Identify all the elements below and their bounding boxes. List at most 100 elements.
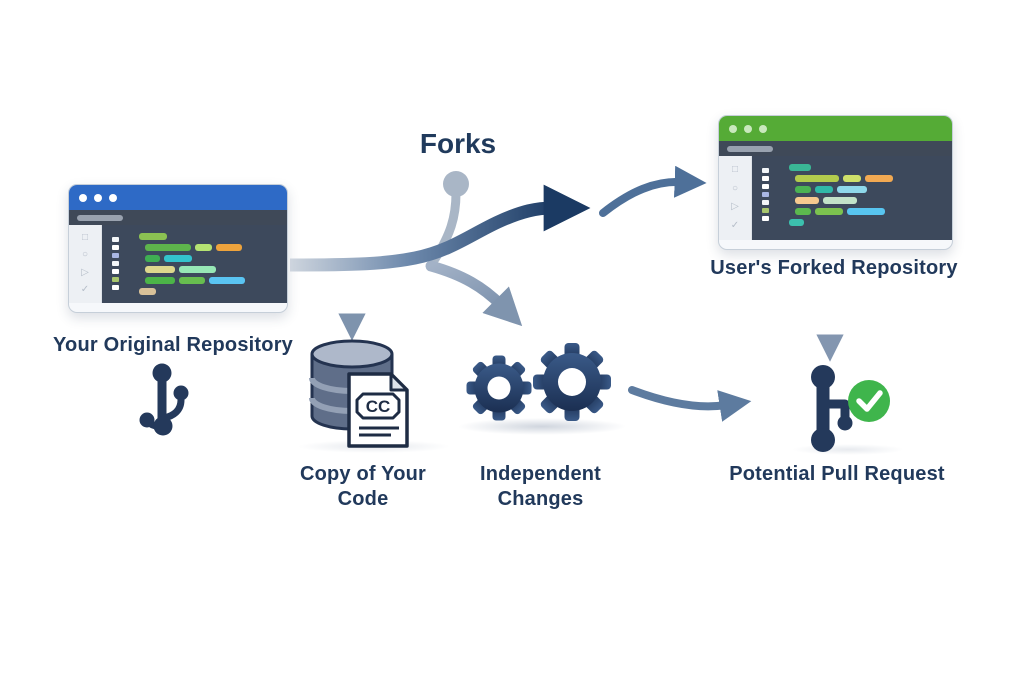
- window-dot: [79, 193, 87, 202]
- code-line: [795, 208, 944, 215]
- fork-branch-down-arrow: [425, 260, 523, 327]
- code-token: [795, 186, 811, 193]
- code-token: [145, 244, 191, 251]
- code-gutter: [112, 237, 119, 299]
- arrow-repo-to-pr: [816, 296, 844, 362]
- check-icon: [856, 390, 883, 412]
- address-pill: [727, 145, 773, 152]
- window-dot: [759, 124, 767, 133]
- license-document-icon: CC: [347, 372, 409, 448]
- code-token: [865, 175, 893, 182]
- forked-repo-window: □ ○ ▷ ✓: [718, 115, 953, 250]
- code-token: [139, 288, 156, 295]
- gutter-square: [112, 261, 119, 266]
- code-line: [145, 255, 279, 262]
- original-repo-window: □○▷✓: [68, 184, 288, 313]
- gutter-square: [112, 237, 119, 242]
- code-token: [195, 244, 212, 251]
- window-titlebar: [719, 116, 952, 141]
- code-line: [139, 233, 279, 240]
- window-dot: [109, 193, 117, 202]
- code-line: [145, 277, 279, 284]
- gutter-square: [762, 208, 769, 213]
- gutter-square: [762, 200, 769, 205]
- code-token: [795, 175, 839, 182]
- cursor-icon: ▷: [81, 266, 89, 278]
- pull-request-icon: [811, 365, 890, 452]
- window-toolbar: [69, 210, 287, 225]
- window-body: □ ○ ▷ ✓: [719, 156, 952, 240]
- code-area: [752, 156, 952, 240]
- code-token: [795, 197, 819, 204]
- code-rows: [125, 232, 279, 299]
- code-token: [843, 175, 861, 182]
- check-icon: ✓: [730, 220, 740, 232]
- gears-icon: [466, 343, 611, 421]
- window-toolbar: [719, 141, 952, 156]
- window-body: □○▷✓: [69, 225, 287, 303]
- window-sidebar: □○▷✓: [69, 225, 102, 303]
- independent-changes-label: Independent Changes: [479, 463, 602, 510]
- fork-main-arrow: [289, 184, 591, 272]
- gear-large: [533, 343, 611, 421]
- pull-request-label: Potential Pull Request: [729, 463, 945, 485]
- code-token: [789, 164, 811, 171]
- code-line: [145, 244, 279, 251]
- code-line: [795, 175, 944, 182]
- code-token: [815, 208, 843, 215]
- gutter-square: [112, 285, 119, 290]
- gears-shadow: [458, 418, 626, 435]
- address-pill: [77, 214, 123, 221]
- file-icon: □: [81, 231, 89, 243]
- file-icon: □: [731, 163, 739, 175]
- gutter-square: [762, 216, 769, 221]
- cc-badge: [355, 392, 401, 420]
- code-gutter: [762, 168, 769, 236]
- code-line: [789, 219, 944, 226]
- check-icon: ✓: [80, 284, 90, 296]
- fork-split-arrows: [289, 171, 591, 341]
- arrow-to-forked-repo: [599, 165, 707, 217]
- window-dot: [94, 193, 102, 202]
- code-token: [145, 266, 175, 273]
- gutter-square: [762, 184, 769, 189]
- code-token: [145, 255, 160, 262]
- gutter-square: [762, 192, 769, 197]
- pull-request-shadow: [792, 444, 904, 455]
- history-icon: ○: [731, 182, 739, 194]
- code-token: [179, 277, 205, 284]
- window-dots: [729, 124, 767, 133]
- code-token: [145, 277, 175, 284]
- gear-small: [466, 355, 532, 421]
- git-branch-icon: [139, 363, 189, 436]
- code-rows: [775, 163, 944, 236]
- code-line: [145, 266, 279, 273]
- window-dot: [729, 124, 737, 133]
- code-token: [216, 244, 242, 251]
- code-token: [139, 233, 167, 240]
- arrow-changes-to-pr: [628, 386, 752, 422]
- code-line: [139, 288, 279, 295]
- gutter-square: [762, 176, 769, 181]
- window-dots: [79, 193, 117, 202]
- gutter-square: [112, 245, 119, 250]
- window-titlebar: [69, 185, 287, 210]
- cc-text: CC: [366, 397, 391, 416]
- gutter-square: [762, 168, 769, 173]
- code-token: [179, 266, 216, 273]
- gutter-square: [112, 269, 119, 274]
- code-line: [789, 164, 944, 171]
- code-token: [815, 186, 833, 193]
- code-token: [823, 197, 857, 204]
- code-token: [837, 186, 867, 193]
- code-token: [847, 208, 885, 215]
- code-area: [102, 225, 287, 303]
- window-dot: [744, 124, 752, 133]
- cursor-icon: ▷: [731, 201, 739, 213]
- code-token: [164, 255, 192, 262]
- copy-of-code-label: Copy of Your Code: [299, 463, 427, 510]
- forked-repo-label: User's Forked Repository: [710, 257, 958, 279]
- check-badge: [848, 380, 890, 422]
- diagram-title: Forks: [419, 128, 497, 159]
